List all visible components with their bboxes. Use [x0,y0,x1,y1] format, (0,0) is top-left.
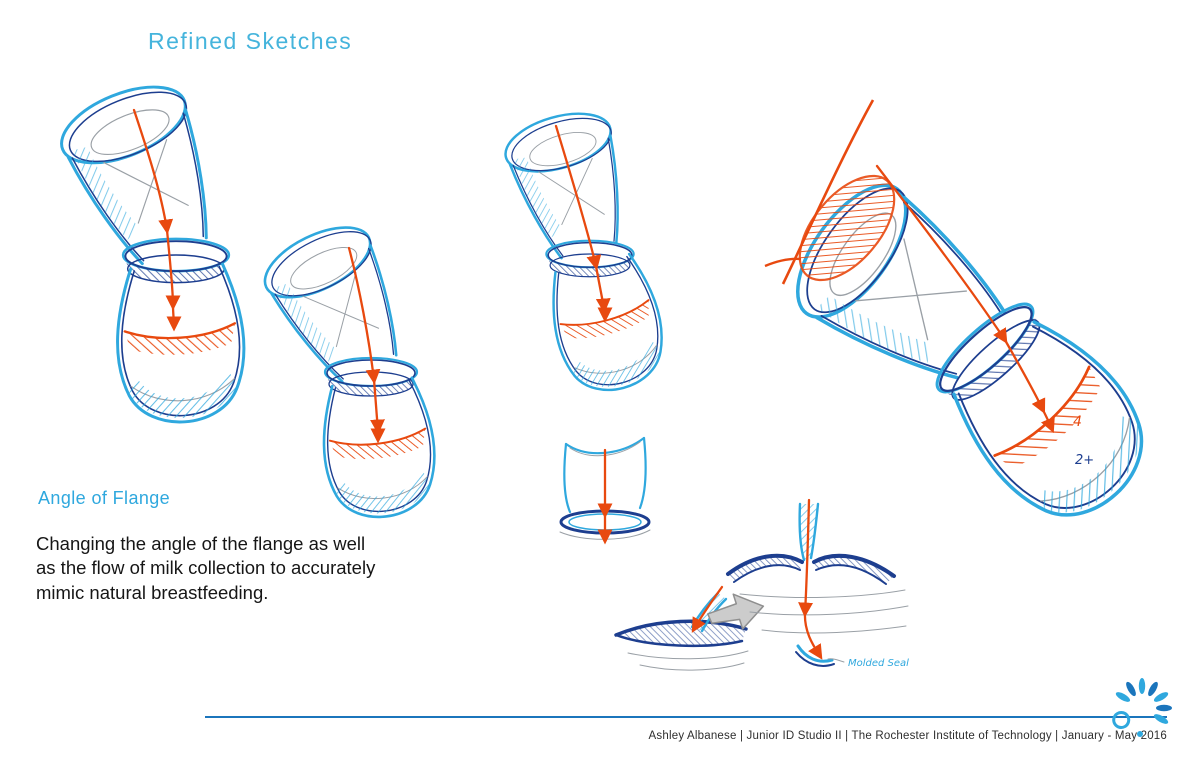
sunburst-logo-icon [1112,678,1172,737]
sketch-bottle-4: 4 2+ [764,99,1174,546]
orange-dash [764,257,802,268]
molded-seal-sketch: Molded Seal [726,498,909,669]
sketch-bottle-3 [497,101,676,402]
sketch-bottle-2 [253,211,443,524]
flow-arrow [554,124,613,323]
annotation-mark-1: 4 [1073,414,1082,430]
stray-orange-stroke [781,99,875,285]
flow-arrow [347,246,386,444]
footer-divider [205,716,1167,718]
sketch-bottle-1 [49,70,250,427]
flange-dish-sketch [614,585,749,671]
footer-credit: Ashley Albanese | Junior ID Studio II | … [648,730,1167,742]
molded-seal-label: Molded Seal [848,658,909,669]
section-body-line: Changing the angle of the flange as well [36,533,366,554]
small-flange-cup-sketch [559,436,651,545]
annotation-mark-2: 2+ [1075,453,1094,468]
section-body: Changing the angle of the flange as well… [36,532,476,605]
flow-arrow [875,164,1055,434]
page-title: Refined Sketches [148,28,353,54]
block-arrow-icon [707,593,765,630]
section-heading: Angle of Flange [38,488,171,508]
flow-arrow [132,108,182,332]
section-body-line: mimic natural breastfeeding. [36,581,269,603]
section-body-line: as the flow of milk collection to accura… [36,557,376,579]
